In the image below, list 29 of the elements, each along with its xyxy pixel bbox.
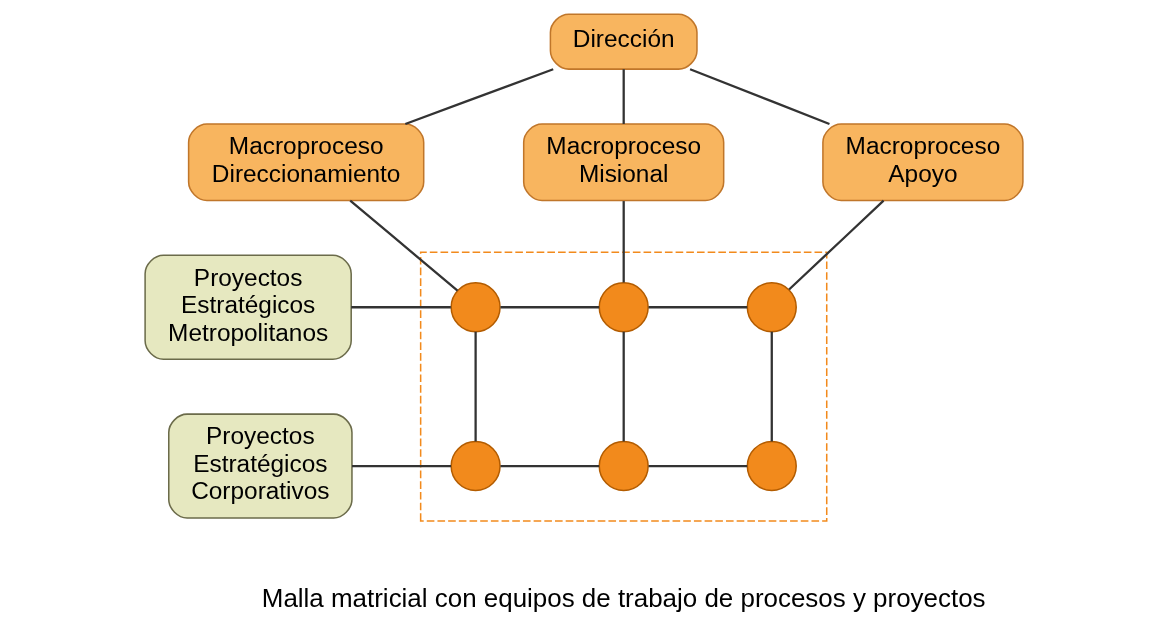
connector xyxy=(351,464,451,468)
node-box: Proyectos Estratégicos Corporativos xyxy=(167,413,353,519)
node-circle xyxy=(449,440,501,492)
connector xyxy=(787,199,884,291)
node-box: Macroproceso Direccionamiento xyxy=(187,123,424,202)
node-box: Macroproceso Misional xyxy=(522,123,724,202)
connector xyxy=(648,306,747,309)
node-circle xyxy=(746,282,797,333)
connector xyxy=(622,201,625,283)
connector xyxy=(648,464,747,468)
connector xyxy=(689,68,830,126)
connector xyxy=(622,69,625,124)
node-circle xyxy=(449,282,501,333)
node-box: Proyectos Estratégicos Metropolitanos xyxy=(143,254,352,360)
connector xyxy=(770,331,773,442)
cluster xyxy=(419,251,827,522)
connector xyxy=(350,306,451,309)
connector xyxy=(622,331,625,442)
label: Malla matricial con equipos de trabajo de procesos y proyectos xyxy=(261,583,986,612)
node-circle xyxy=(746,440,797,492)
node-circle xyxy=(598,282,649,333)
node-circle xyxy=(598,440,649,492)
connector xyxy=(473,331,477,442)
connector xyxy=(500,306,599,309)
connector xyxy=(500,464,599,468)
connector xyxy=(349,199,458,292)
connector xyxy=(404,68,554,126)
node-box: Macroproceso Apoyo xyxy=(821,123,1024,202)
node-box: Dirección xyxy=(549,13,698,70)
